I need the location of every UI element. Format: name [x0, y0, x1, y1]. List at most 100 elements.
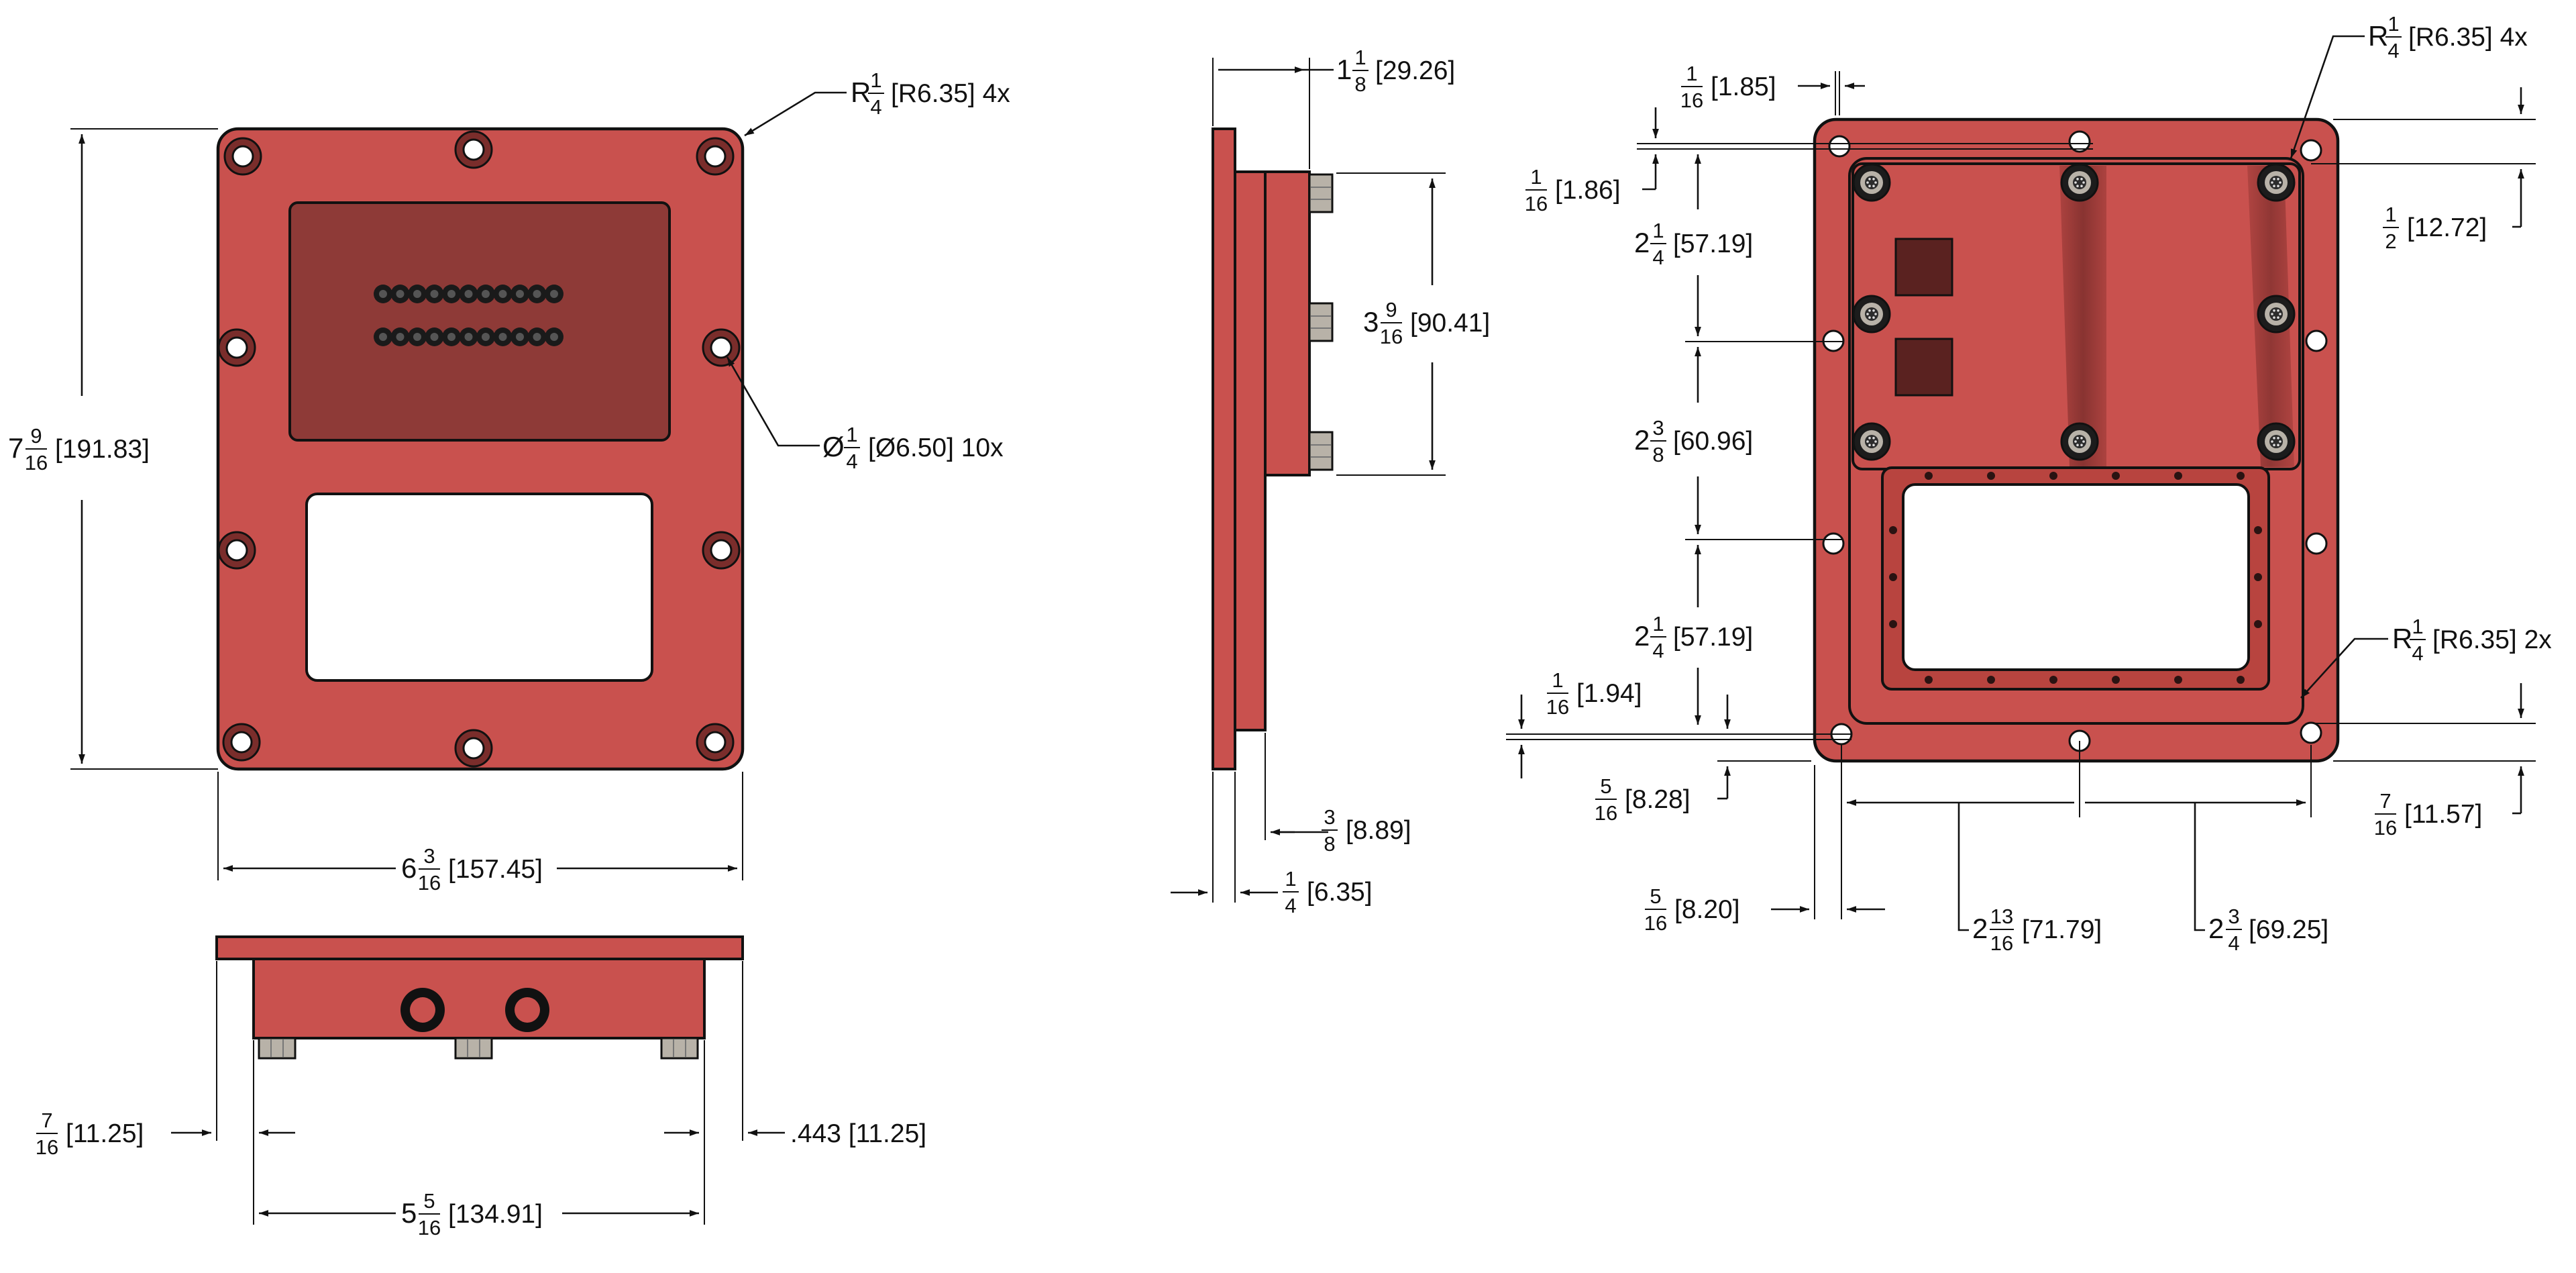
standoff — [454, 1037, 493, 1060]
svg-text:[6.35]: [6.35] — [1307, 878, 1373, 907]
connector-pin — [2076, 185, 2079, 187]
dim-back-hole-span-b: 2 3 4 [69.25] — [2208, 905, 2328, 955]
svg-text:1: 1 — [870, 68, 881, 92]
back-hole — [2305, 532, 2328, 555]
dim-back-bottom-offset: 1 16 [1.94] — [1546, 668, 1642, 719]
gasket-screw — [2049, 472, 2057, 480]
connector-face — [1865, 307, 1878, 321]
svg-text:16: 16 — [2374, 816, 2397, 839]
connector-pin — [2080, 437, 2083, 440]
svg-text:6: 6 — [401, 852, 417, 884]
side-connector — [1308, 431, 1334, 471]
gasket-screw — [2174, 472, 2182, 480]
svg-text:1: 1 — [1285, 867, 1296, 890]
dim-side-body-depth: 3 8 [8.89] — [1322, 805, 1411, 856]
svg-text:[71.79]: [71.79] — [2022, 915, 2102, 944]
back-hole — [1822, 532, 1845, 555]
standoff — [258, 1037, 297, 1060]
connector-pin — [2277, 185, 2279, 187]
svg-text:16: 16 — [1595, 801, 1617, 825]
back-view-dimensions — [1506, 35, 2536, 931]
svg-text:4: 4 — [846, 450, 857, 473]
svg-text:[60.96]: [60.96] — [1673, 427, 1753, 456]
svg-text:4: 4 — [2228, 931, 2239, 955]
connector-pin — [2080, 178, 2083, 181]
pin-center — [498, 290, 507, 298]
pin-center — [447, 290, 455, 298]
svg-text:5: 5 — [401, 1197, 417, 1229]
connector-pin — [1874, 440, 1877, 443]
dim-side-flange-thickness: 1 4 [6.35] — [1283, 867, 1373, 917]
connector-pin — [2074, 440, 2077, 443]
svg-text:[11.25]: [11.25] — [66, 1119, 144, 1148]
connector-face — [1865, 435, 1878, 448]
svg-text:2: 2 — [1634, 424, 1650, 456]
pin-center — [413, 290, 421, 298]
connector-pin — [2076, 178, 2079, 181]
dim-back-hole-span-a: 2 13 16 [71.79] — [1972, 905, 2102, 955]
hole — [225, 336, 248, 359]
dim-back-bottom-margin-right: 7 16 [11.57] — [2374, 789, 2483, 839]
connector-pin — [2271, 440, 2273, 443]
pin-center — [396, 290, 405, 298]
gasket-screw — [1889, 620, 1897, 628]
dim-bottom-left-offset: 7 16 [11.25] — [36, 1109, 144, 1159]
pin-center — [430, 333, 439, 341]
svg-text:[8.20]: [8.20] — [1674, 895, 1740, 924]
dim-top-height: 7 9 16 [191.83] — [8, 424, 150, 474]
bottom-connectors — [400, 988, 549, 1032]
svg-text:[Ø6.50] 10x: [Ø6.50] 10x — [868, 434, 1004, 462]
connector-pin — [2271, 313, 2273, 315]
svg-text:1: 1 — [1552, 668, 1563, 692]
connector-pin — [1866, 181, 1869, 184]
connector-pin — [2273, 178, 2275, 181]
connector-pin — [1872, 316, 1875, 319]
svg-text:[134.91]: [134.91] — [448, 1200, 543, 1229]
svg-text:[57.19]: [57.19] — [1673, 623, 1753, 652]
svg-text:16: 16 — [1680, 89, 1703, 112]
side-module — [1264, 170, 1311, 476]
gasket-screw — [2237, 472, 2245, 480]
pin-center — [379, 290, 387, 298]
connector-pin — [1868, 444, 1871, 446]
svg-text:1: 1 — [1530, 165, 1542, 189]
top-view — [216, 127, 745, 771]
dim-bottom-inner-width: 5 5 16 [134.91] — [401, 1189, 543, 1239]
connector-pin — [1866, 313, 1869, 315]
connector-pin — [2273, 309, 2275, 312]
connector-face — [1865, 176, 1878, 189]
gasket-screw — [2112, 676, 2120, 684]
svg-text:2: 2 — [2208, 913, 2224, 944]
pin-center — [533, 290, 541, 298]
dim-back-span-b: 2 3 8 [60.96] — [1634, 416, 1753, 466]
svg-text:16: 16 — [1546, 695, 1569, 719]
connector-pin — [2277, 437, 2279, 440]
gasket-screw — [1925, 472, 1933, 480]
dimension-labels: R 1 4 [R6.35] 4x Ø 1 4 [Ø6.50] 10x 7 9 1… — [8, 12, 2552, 1239]
svg-text:16: 16 — [36, 1135, 58, 1159]
pin-center — [447, 333, 455, 341]
svg-text:1: 1 — [2387, 12, 2399, 36]
pin-center — [396, 333, 405, 341]
svg-text:16: 16 — [1380, 325, 1403, 348]
hole — [225, 539, 248, 562]
connector-pin — [2080, 444, 2083, 446]
dim-bottom-right-offset: .443 [11.25] — [790, 1119, 926, 1148]
connector-pin — [1868, 437, 1871, 440]
svg-text:[29.26]: [29.26] — [1375, 56, 1455, 85]
svg-text:R: R — [851, 77, 871, 108]
svg-text:R: R — [2392, 623, 2412, 654]
connector-pin — [2273, 437, 2275, 440]
pin-center — [464, 333, 473, 341]
connector-pin — [1872, 444, 1875, 446]
svg-text:[1.86]: [1.86] — [1555, 176, 1621, 205]
connector-pin — [1872, 185, 1875, 187]
svg-text:1: 1 — [1354, 46, 1366, 69]
bottom-view — [215, 935, 744, 1060]
connector-pin — [2074, 181, 2077, 184]
dim-top-corner-radius: R 1 4 [R6.35] 4x — [851, 68, 1010, 119]
svg-text:7: 7 — [8, 432, 23, 464]
svg-text:8: 8 — [1652, 443, 1664, 466]
connector-pin — [1874, 313, 1877, 315]
